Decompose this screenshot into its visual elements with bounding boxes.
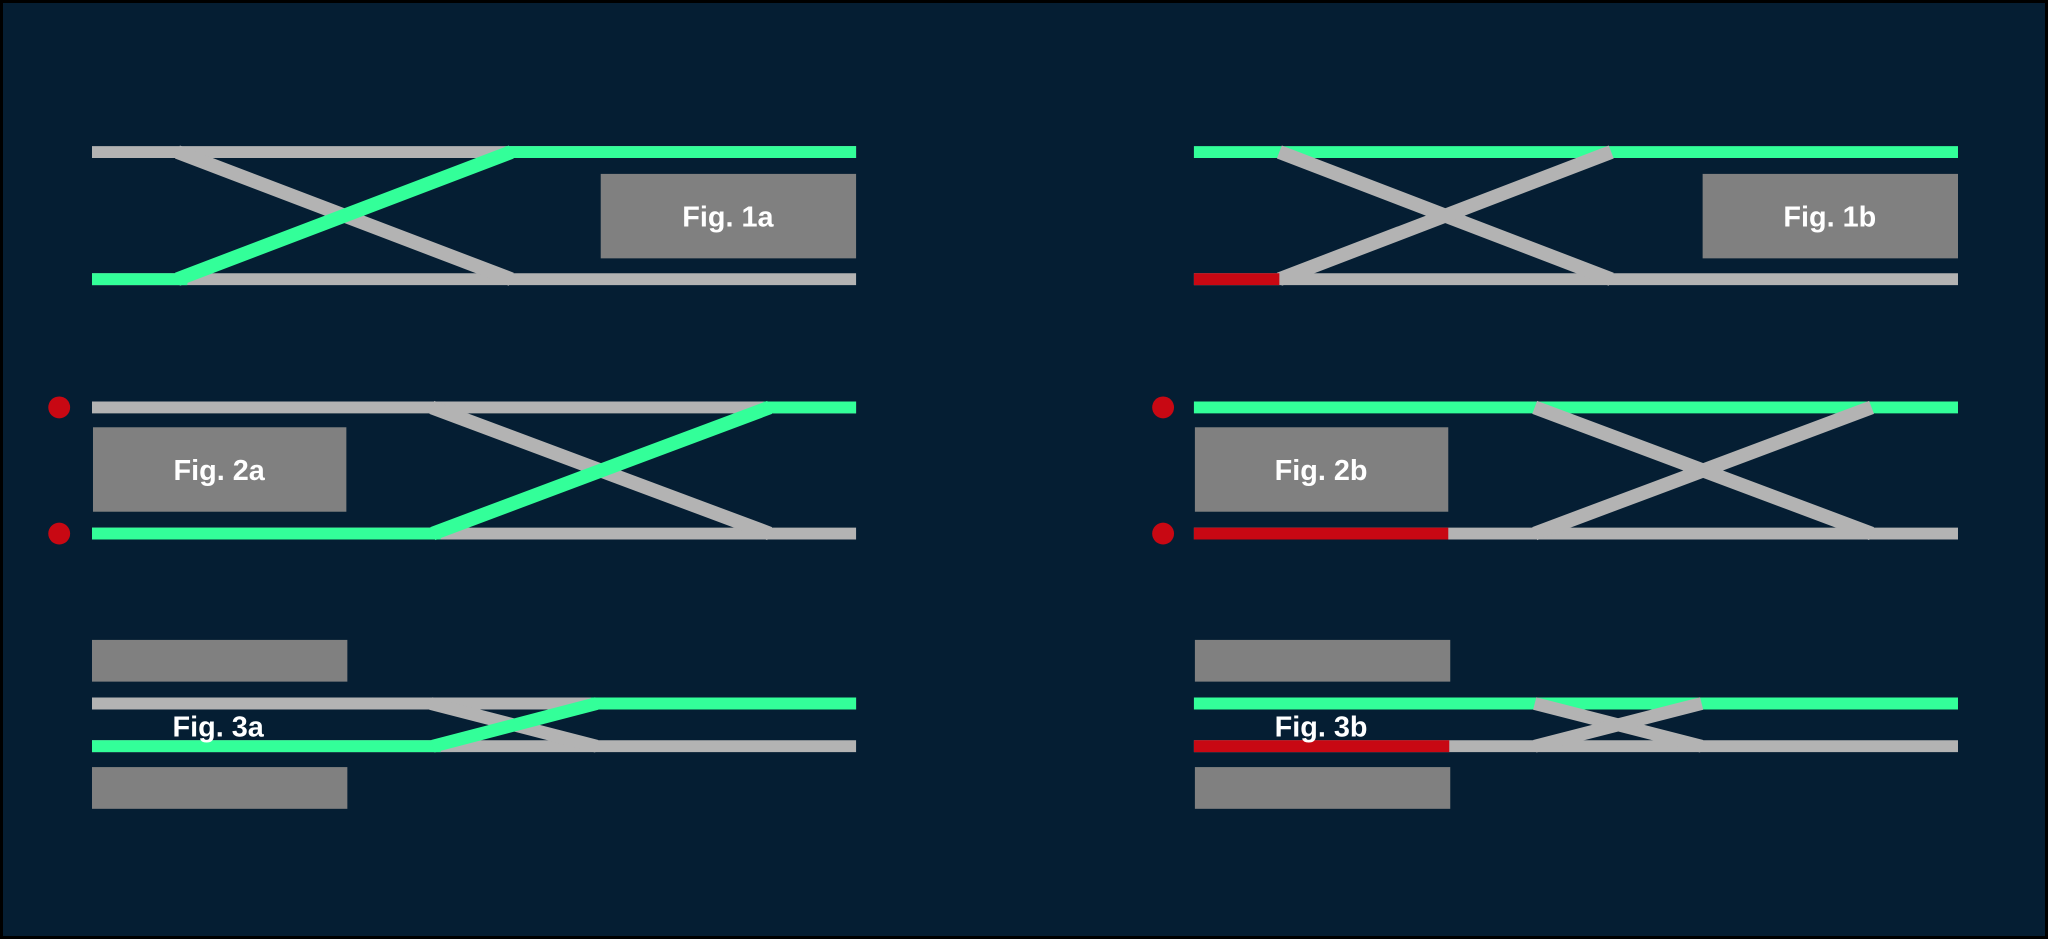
figure-fig-2a: Fig. 2a bbox=[48, 396, 857, 545]
signal-dot-bottom bbox=[1152, 522, 1175, 545]
signal-dot-top bbox=[1152, 396, 1175, 419]
route-diagonal bbox=[174, 145, 514, 286]
platform-top bbox=[91, 639, 348, 682]
crossover-up bbox=[1532, 400, 1874, 541]
route-diagonal bbox=[431, 697, 599, 753]
figure-fig-2b: Fig. 2b bbox=[1152, 396, 1958, 545]
figure-label: Fig. 2a bbox=[174, 455, 266, 487]
figure-label-box bbox=[1194, 427, 1449, 512]
figure-fig-1a: Fig. 1a bbox=[91, 145, 857, 286]
diagram-canvas: Fig. 1a Fig. 1b Fig. 2a Fig. 2b Fig. 3a Fig. … bbox=[48, 145, 1958, 809]
figure-fig-3a: Fig. 3a bbox=[91, 639, 857, 809]
platform-top bbox=[1194, 639, 1451, 682]
figure-label-box bbox=[600, 173, 857, 259]
figure-label: Fig. 1a bbox=[682, 202, 774, 234]
crossover-up bbox=[1533, 697, 1704, 753]
figure-label: Fig. 2b bbox=[1275, 455, 1368, 487]
figure-fig-3b: Fig. 3b bbox=[1193, 639, 1958, 809]
figure-label-box bbox=[1702, 173, 1958, 259]
route-diagonal bbox=[430, 400, 773, 541]
crossover-up bbox=[1276, 145, 1614, 286]
platform-bottom bbox=[91, 767, 348, 809]
figure-label: Fig. 3a bbox=[173, 711, 265, 743]
signal-dot-top bbox=[48, 396, 71, 419]
signal-dot-bottom bbox=[48, 522, 71, 545]
platform-bottom bbox=[1194, 767, 1451, 809]
figure-label: Fig. 3b bbox=[1275, 711, 1368, 743]
figure-fig-1b: Fig. 1b bbox=[1193, 145, 1958, 286]
figure-label-box bbox=[92, 427, 347, 512]
figure-label: Fig. 1b bbox=[1783, 202, 1876, 234]
